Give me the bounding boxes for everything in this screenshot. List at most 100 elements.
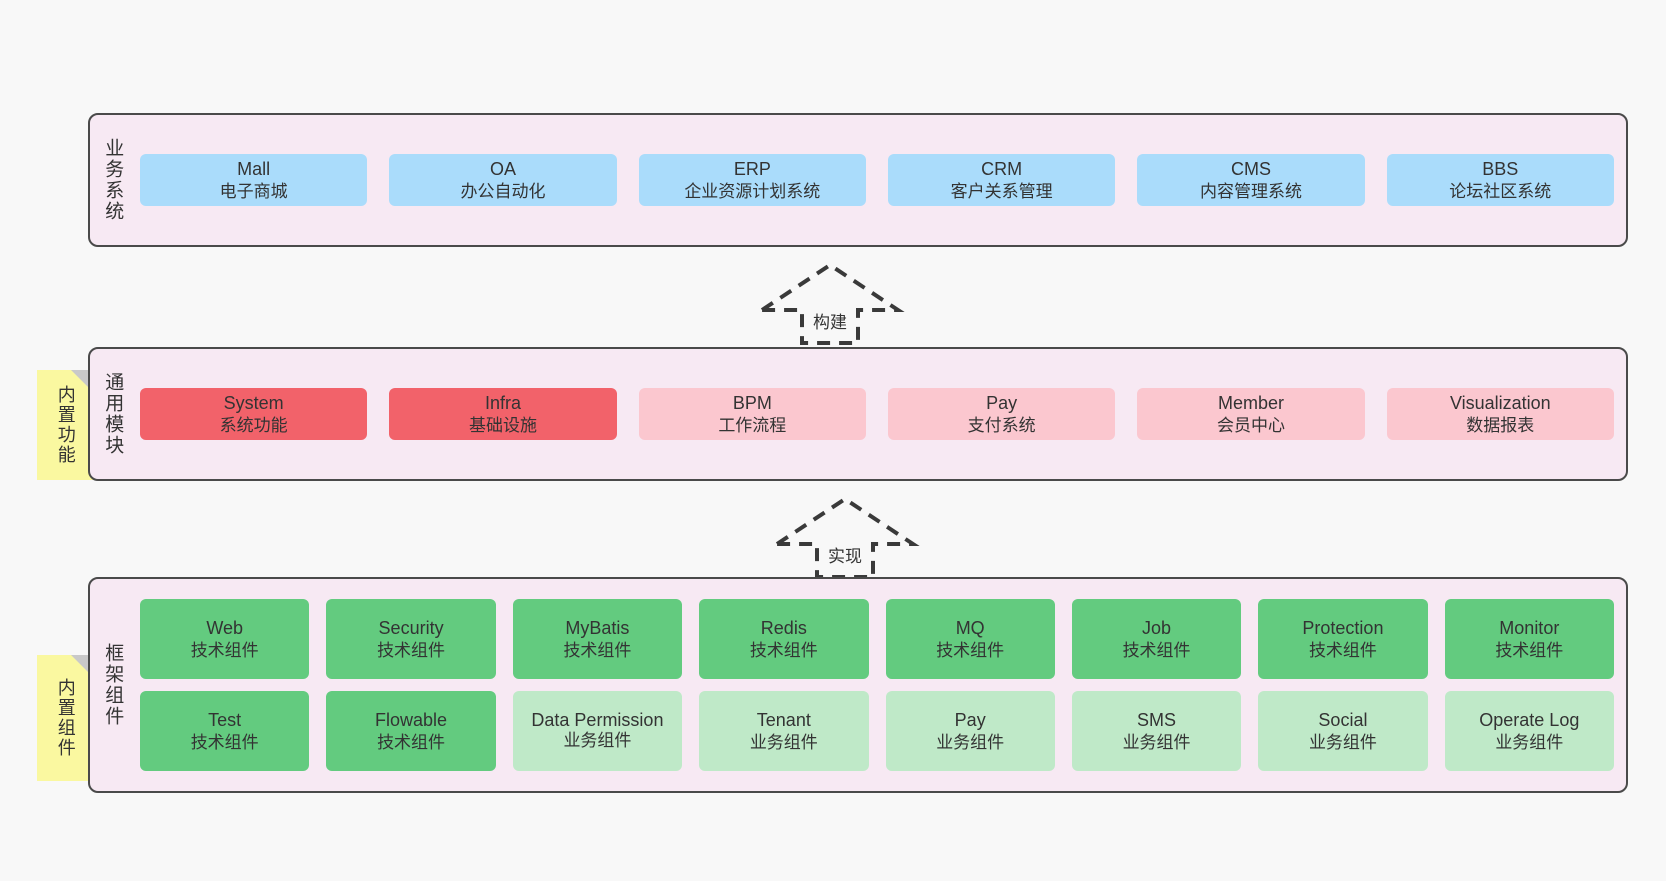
card-title: Infra xyxy=(484,392,521,413)
card-title: Tenant xyxy=(756,709,811,730)
card-subtitle: 会员中心 xyxy=(1216,415,1285,435)
card-row: Test 技术组件 Flowable 技术组件 Data Permission … xyxy=(140,691,1614,771)
card-subtitle: 系统功能 xyxy=(219,415,288,435)
card-subtitle: 客户关系管理 xyxy=(950,181,1053,201)
note-builtin-function: 内置功能 xyxy=(37,370,93,480)
card-subtitle: 技术组件 xyxy=(936,640,1005,660)
card-subtitle: 业务组件 xyxy=(1308,732,1377,752)
card-subtitle: 技术组件 xyxy=(190,732,259,752)
note-label: 内置功能 xyxy=(55,385,76,465)
card-title: Web xyxy=(206,617,244,638)
card-subtitle: 办公自动化 xyxy=(460,181,546,201)
card-security[interactable]: Security 技术组件 xyxy=(326,599,496,679)
card-title: OA xyxy=(489,158,516,179)
card-mq[interactable]: MQ 技术组件 xyxy=(885,599,1055,679)
card-title: Test xyxy=(208,709,242,730)
card-title: System xyxy=(223,392,284,413)
card-data-permission[interactable]: Data Permission 业务组件 xyxy=(512,691,683,771)
card-pay-component[interactable]: Pay 业务组件 xyxy=(885,691,1055,771)
card-system[interactable]: System 系统功能 xyxy=(140,387,368,441)
card-subtitle: 支付系统 xyxy=(967,415,1036,435)
card-title: Mall xyxy=(237,158,271,179)
card-subtitle: 业务组件 xyxy=(1495,732,1564,752)
card-title: MQ xyxy=(955,617,985,638)
layer-title-common-module: 通用模块 xyxy=(102,372,124,456)
layer-body-business-system: Mall 电子商城 OA 办公自动化 ERP 企业资源计划系统 CRM 客户关系… xyxy=(134,115,1626,245)
card-bpm[interactable]: BPM 工作流程 xyxy=(638,387,866,441)
card-subtitle: 业务组件 xyxy=(749,732,818,752)
card-pay[interactable]: Pay 支付系统 xyxy=(887,387,1116,441)
layer-body-framework-component: Web 技术组件 Security 技术组件 MyBatis 技术组件 Redi… xyxy=(134,579,1626,791)
card-test[interactable]: Test 技术组件 xyxy=(140,691,310,771)
card-web[interactable]: Web 技术组件 xyxy=(140,599,310,679)
card-title: Protection xyxy=(1302,617,1384,638)
card-member[interactable]: Member 会员中心 xyxy=(1137,387,1365,441)
card-visualization[interactable]: Visualization 数据报表 xyxy=(1386,387,1614,441)
card-subtitle: 技术组件 xyxy=(563,640,632,660)
implement-arrow-label: 实现 xyxy=(828,547,862,566)
card-subtitle: 基础设施 xyxy=(468,415,537,435)
card-job[interactable]: Job 技术组件 xyxy=(1071,599,1242,679)
card-erp[interactable]: ERP 企业资源计划系统 xyxy=(638,153,866,207)
card-title: MyBatis xyxy=(565,617,630,638)
card-row: System 系统功能 Infra 基础设施 BPM 工作流程 Pay 支付系统… xyxy=(140,387,1614,441)
card-title: Job xyxy=(1142,617,1172,638)
layer-framework-component: 框架组件 Web 技术组件 Security 技术组件 MyBatis 技术组件… xyxy=(88,577,1628,793)
card-subtitle: 电子商城 xyxy=(219,181,288,201)
layer-common-module: 通用模块 System 系统功能 Infra 基础设施 BPM 工作流程 Pay… xyxy=(88,347,1628,481)
card-row: Web 技术组件 Security 技术组件 MyBatis 技术组件 Redi… xyxy=(140,599,1614,679)
card-mall[interactable]: Mall 电子商城 xyxy=(140,153,368,207)
card-operate-log[interactable]: Operate Log 业务组件 xyxy=(1444,691,1614,771)
card-title: CMS xyxy=(1230,158,1271,179)
card-crm[interactable]: CRM 客户关系管理 xyxy=(887,153,1116,207)
card-title: BBS xyxy=(1482,158,1519,179)
card-subtitle: 数据报表 xyxy=(1466,415,1535,435)
card-bbs[interactable]: BBS 论坛社区系统 xyxy=(1386,153,1614,207)
layer-business-system: 业务系统 Mall 电子商城 OA 办公自动化 ERP 企业资源计划系统 CRM… xyxy=(88,113,1628,247)
card-monitor[interactable]: Monitor 技术组件 xyxy=(1444,599,1614,679)
card-title: Flowable xyxy=(375,709,448,730)
build-arrow-label: 构建 xyxy=(813,313,847,332)
card-oa[interactable]: OA 办公自动化 xyxy=(389,153,617,207)
card-subtitle: 工作流程 xyxy=(718,415,787,435)
card-mybatis[interactable]: MyBatis 技术组件 xyxy=(512,599,683,679)
card-title: Operate Log xyxy=(1479,709,1580,730)
card-subtitle: 技术组件 xyxy=(749,640,818,660)
card-tenant[interactable]: Tenant 业务组件 xyxy=(699,691,869,771)
card-subtitle: 业务组件 xyxy=(936,732,1005,752)
card-subtitle: 内容管理系统 xyxy=(1199,181,1302,201)
card-infra[interactable]: Infra 基础设施 xyxy=(389,387,617,441)
card-title: Social xyxy=(1318,709,1368,730)
card-subtitle: 论坛社区系统 xyxy=(1449,181,1552,201)
card-row: Mall 电子商城 OA 办公自动化 ERP 企业资源计划系统 CRM 客户关系… xyxy=(140,153,1614,207)
implement-arrow: 实现 xyxy=(770,492,920,584)
card-title: Data Permission xyxy=(531,710,664,731)
card-subtitle: 技术组件 xyxy=(377,640,446,660)
card-title: Pay xyxy=(986,392,1018,413)
card-subtitle: 技术组件 xyxy=(1495,640,1564,660)
card-protection[interactable]: Protection 技术组件 xyxy=(1258,599,1428,679)
note-label: 内置组件 xyxy=(55,678,76,758)
card-flowable[interactable]: Flowable 技术组件 xyxy=(326,691,496,771)
card-redis[interactable]: Redis 技术组件 xyxy=(699,599,869,679)
card-title: BPM xyxy=(732,392,772,413)
card-subtitle: 技术组件 xyxy=(377,732,446,752)
card-subtitle: 技术组件 xyxy=(1308,640,1377,660)
card-title: Pay xyxy=(954,709,986,730)
card-sms[interactable]: SMS 业务组件 xyxy=(1071,691,1242,771)
card-subtitle: 业务组件 xyxy=(563,731,632,751)
card-title: ERP xyxy=(733,158,771,179)
build-arrow: 构建 xyxy=(755,258,905,350)
card-cms[interactable]: CMS 内容管理系统 xyxy=(1137,153,1365,207)
layer-title-business-system: 业务系统 xyxy=(102,138,124,222)
card-subtitle: 技术组件 xyxy=(190,640,259,660)
card-title: Security xyxy=(378,617,444,638)
card-title: CRM xyxy=(981,158,1023,179)
layer-title-framework-component: 框架组件 xyxy=(102,643,124,727)
card-subtitle: 技术组件 xyxy=(1122,640,1191,660)
layer-body-common-module: System 系统功能 Infra 基础设施 BPM 工作流程 Pay 支付系统… xyxy=(134,349,1626,479)
card-title: SMS xyxy=(1137,709,1177,730)
note-builtin-component: 内置组件 xyxy=(37,655,93,781)
card-social[interactable]: Social 业务组件 xyxy=(1258,691,1428,771)
